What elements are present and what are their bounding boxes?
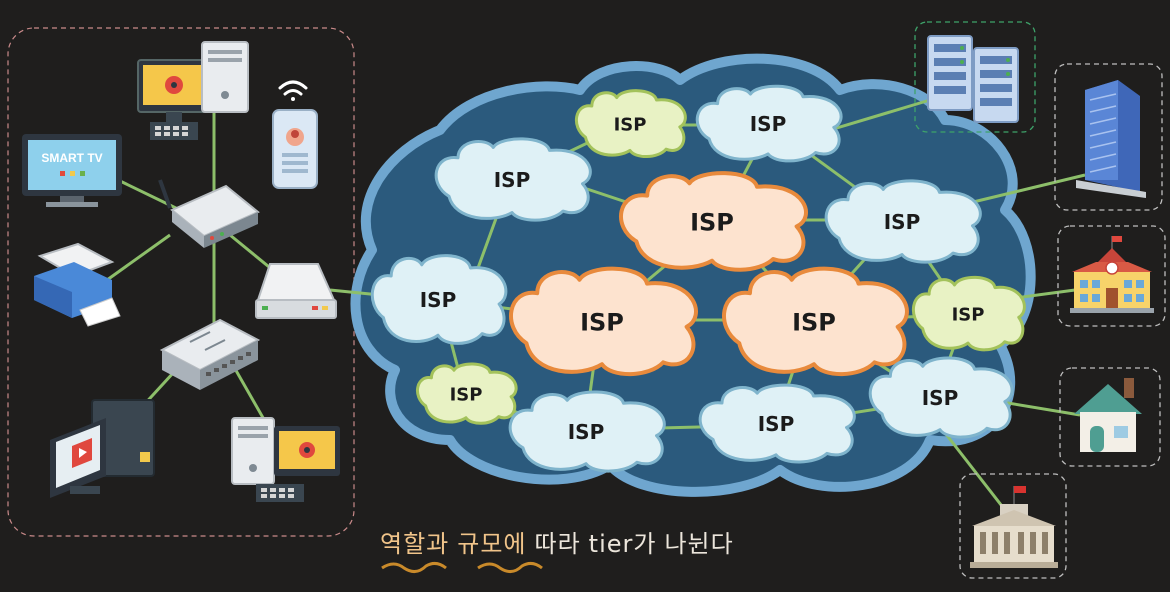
isp-label: ISP bbox=[580, 309, 624, 337]
isp-label: ISP bbox=[568, 420, 605, 444]
isp-cloud-shape bbox=[508, 390, 666, 473]
caption-underline-2 bbox=[477, 561, 543, 573]
caption-part-2: 규모에 bbox=[457, 530, 527, 558]
isp-node: ISP bbox=[695, 84, 843, 163]
network-switch-icon bbox=[159, 318, 261, 390]
isp-cloud-shape bbox=[911, 275, 1026, 352]
isp-cloud-shape bbox=[698, 383, 856, 464]
isp-node: ISP bbox=[416, 362, 518, 425]
isp-node: ISP bbox=[508, 390, 666, 473]
isp-label: ISP bbox=[750, 112, 787, 136]
isp-label: ISP bbox=[614, 114, 647, 135]
isp-label: ISP bbox=[450, 384, 483, 405]
server-frame bbox=[914, 21, 1036, 133]
isp-node: ISP bbox=[434, 137, 592, 222]
isp-node: ISP bbox=[370, 254, 508, 345]
isp-cloud-shape bbox=[416, 362, 518, 425]
isp-cloud-shape bbox=[619, 171, 808, 272]
house-icon bbox=[1074, 378, 1142, 452]
isp-cloud-shape bbox=[824, 179, 982, 264]
isp-node: ISP bbox=[868, 356, 1014, 439]
government-building-icon bbox=[970, 486, 1058, 568]
office-frame bbox=[1054, 63, 1163, 211]
isp-label: ISP bbox=[420, 288, 457, 312]
computer-tower-icon bbox=[231, 417, 275, 485]
isp-node: ISP bbox=[509, 266, 698, 377]
isp-cloud-shape bbox=[509, 266, 698, 377]
caption-underline-1 bbox=[381, 561, 447, 573]
computer-tower-icon bbox=[201, 41, 249, 113]
school-frame bbox=[1057, 225, 1166, 327]
monitor-icon bbox=[256, 426, 340, 502]
printer-icon bbox=[34, 242, 121, 327]
isp-label: ISP bbox=[884, 210, 921, 234]
modem-icon bbox=[255, 263, 337, 319]
desktop-video-icon bbox=[50, 399, 155, 498]
isp-label: ISP bbox=[494, 168, 531, 192]
caption-part-5: 나뉜다 bbox=[664, 530, 734, 558]
isp-node: ISP bbox=[722, 266, 909, 377]
isp-cloud-shape bbox=[695, 84, 843, 163]
house-frame bbox=[1059, 367, 1161, 467]
isp-node: ISP bbox=[824, 179, 982, 264]
isp-label: ISP bbox=[922, 386, 959, 410]
office-tower-icon bbox=[1076, 80, 1146, 198]
isp-node: ISP bbox=[698, 383, 856, 464]
isp-node: ISP bbox=[619, 171, 808, 272]
isp-cloud-shape bbox=[434, 137, 592, 222]
isp-label: ISP bbox=[952, 304, 985, 325]
isp-cloud-shape bbox=[370, 254, 508, 345]
isp-node: ISP bbox=[911, 275, 1026, 352]
server-rack-icon bbox=[927, 35, 1019, 123]
smart-tv-icon: SMART TV bbox=[22, 134, 122, 207]
isp-label: ISP bbox=[758, 412, 795, 436]
isp-cloud-shape bbox=[575, 89, 687, 159]
isp-cloud-shape bbox=[868, 356, 1014, 439]
caption-part-4: tier가 bbox=[588, 530, 657, 558]
caption-part-1: 역할과 bbox=[380, 530, 450, 558]
monitor-icon bbox=[137, 59, 211, 140]
smart-tv-label: SMART TV bbox=[41, 151, 102, 165]
isp-label: ISP bbox=[690, 209, 734, 237]
router-icon bbox=[158, 179, 260, 248]
isp-cloud-shape bbox=[722, 266, 909, 377]
isp-node: ISP bbox=[575, 89, 687, 159]
caption-part-3: 따라 bbox=[534, 530, 581, 558]
phone-icon bbox=[272, 109, 318, 189]
wifi-icon bbox=[278, 80, 308, 101]
government-frame bbox=[959, 473, 1067, 579]
school-icon bbox=[1070, 236, 1154, 313]
isp-label: ISP bbox=[792, 309, 836, 337]
